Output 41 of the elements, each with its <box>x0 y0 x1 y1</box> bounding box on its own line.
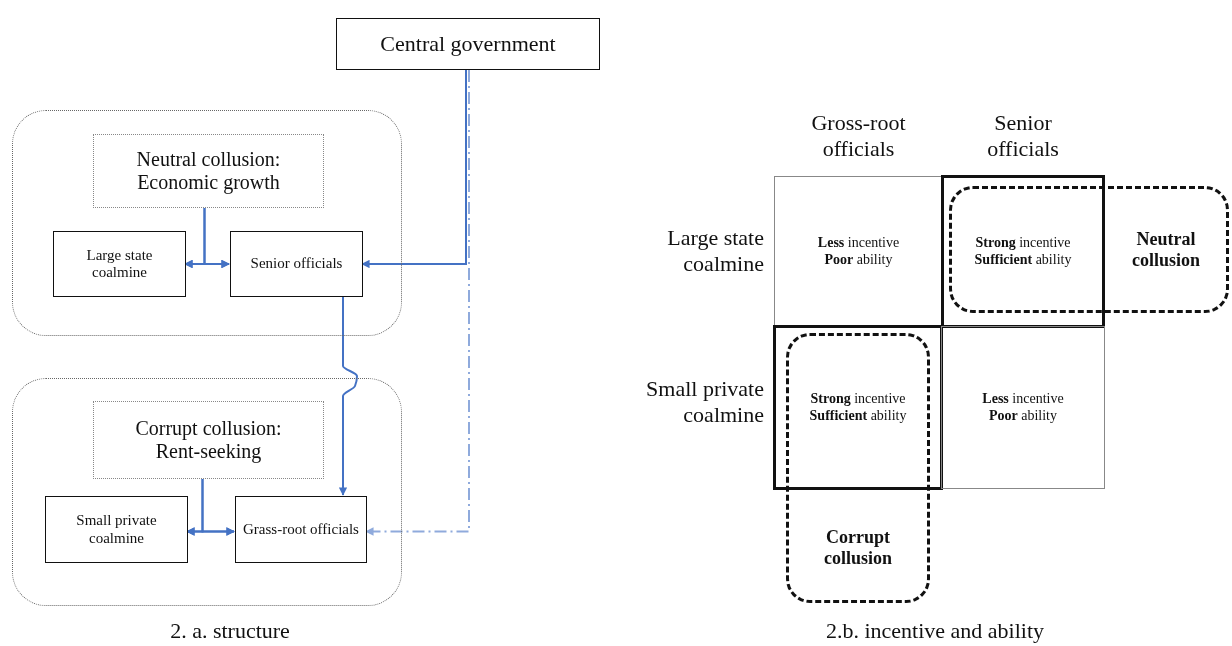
theme-box <box>93 134 324 208</box>
box-label: Senior officials <box>249 255 344 273</box>
actor-box <box>53 231 186 297</box>
box-label: Small private coalmine <box>75 512 158 547</box>
cell-text: Less incentive <box>817 235 900 252</box>
box-label: Central government <box>379 31 557 57</box>
box-label: Neutral collusion: Economic growth <box>135 148 282 194</box>
cell-text: Sufficient ability <box>974 251 1072 268</box>
theme-box <box>93 401 324 479</box>
matrix-cell <box>774 176 943 327</box>
cell-text: Strong incentive <box>975 235 1071 252</box>
matrix-cell <box>941 326 1105 489</box>
arrow <box>338 295 358 496</box>
subfigure-caption: 2. a. structure <box>169 618 291 645</box>
arrow <box>201 477 235 536</box>
region-label: Neutral collusion <box>1131 228 1201 271</box>
matrix-cell <box>941 175 1105 328</box>
cell-text: Poor ability <box>824 251 893 268</box>
column-header: Gross-root officials <box>810 110 907 163</box>
actor-box <box>45 496 188 563</box>
collusion-region <box>949 186 1229 313</box>
cell-text: Strong incentive <box>810 391 906 408</box>
matrix-cell <box>773 325 943 490</box>
actor-box <box>230 231 363 297</box>
subfigure-caption: 2.b. incentive and ability <box>824 618 1046 645</box>
cell-text: Sufficient ability <box>809 407 907 424</box>
arrow <box>365 69 470 536</box>
box-label: Grass-root officials <box>242 520 360 539</box>
cell-text: Poor ability <box>988 407 1057 424</box>
collusion-region <box>786 333 930 603</box>
row-header: Large state coalmine <box>666 225 764 278</box>
actor-box <box>235 496 367 563</box>
region-label: Corrupt collusion <box>823 527 893 569</box>
box-label: Corrupt collusion: Rent-seeking <box>134 417 283 463</box>
column-header: Senior officials <box>986 110 1060 163</box>
process-box <box>336 18 600 70</box>
box-label: Large state coalmine <box>85 246 154 282</box>
cell-text: Less incentive <box>982 391 1064 408</box>
arrow <box>203 206 230 269</box>
row-header: Small private coalmine <box>645 376 764 429</box>
arrow <box>361 69 467 269</box>
